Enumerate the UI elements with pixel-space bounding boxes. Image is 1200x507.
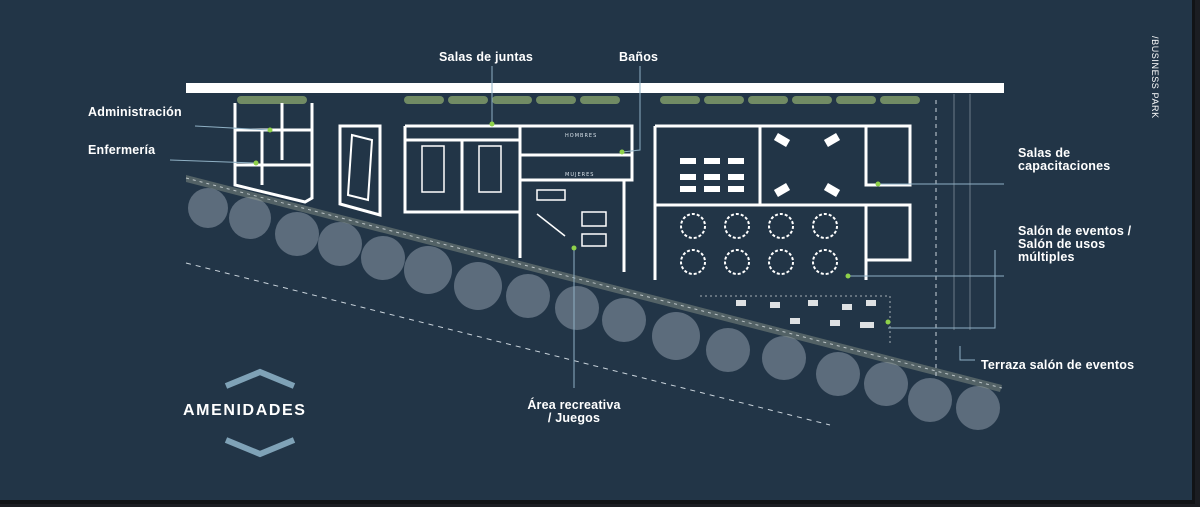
label-capacitaciones-2: capacitaciones <box>1018 159 1111 173</box>
recreation-furniture <box>536 189 607 247</box>
label-recreativa-2: / Juegos <box>547 411 601 425</box>
label-administracion: Administración <box>88 105 182 119</box>
top-hedges <box>237 96 920 104</box>
site-dashed-line <box>185 262 831 426</box>
markers <box>253 121 891 325</box>
label-banos: Baños <box>619 50 659 64</box>
training-desks <box>680 133 841 197</box>
building-walls <box>233 103 912 280</box>
label-enfermeria: Enfermería <box>88 143 156 157</box>
terrace-furniture <box>736 300 876 328</box>
label-capacitaciones-1: Salas de <box>1018 146 1071 160</box>
feature-inner <box>346 133 374 202</box>
parking-lines <box>953 94 971 330</box>
business-park-label: /BUSINESS PARK <box>1150 36 1160 119</box>
leader-lines <box>169 66 1004 388</box>
page-title: AMENIDADES <box>183 402 307 419</box>
top-strip <box>186 83 1004 93</box>
meeting-tables <box>421 145 502 193</box>
terrace-outline <box>700 295 891 345</box>
label-eventos-3: múltiples <box>1018 250 1075 264</box>
event-round-tables <box>680 213 838 275</box>
mujeres-text: MUJERES <box>565 172 594 178</box>
chevron-up-icon <box>224 368 296 389</box>
tree-band <box>188 188 1000 430</box>
chevron-down-icon <box>224 437 296 458</box>
label-salas-juntas: Salas de juntas <box>439 50 534 64</box>
label-recreativa-1: Área recreativa <box>527 398 621 412</box>
label-eventos-1: Salón de eventos / <box>1018 224 1132 238</box>
floor-plan: HOMBRES MUJERES <box>169 66 1004 458</box>
hombres-text: HOMBRES <box>565 133 597 139</box>
label-terraza: Terraza salón de eventos <box>981 358 1135 372</box>
planter-edge <box>185 177 1003 389</box>
label-eventos-2: Salón de usos <box>1018 237 1106 251</box>
